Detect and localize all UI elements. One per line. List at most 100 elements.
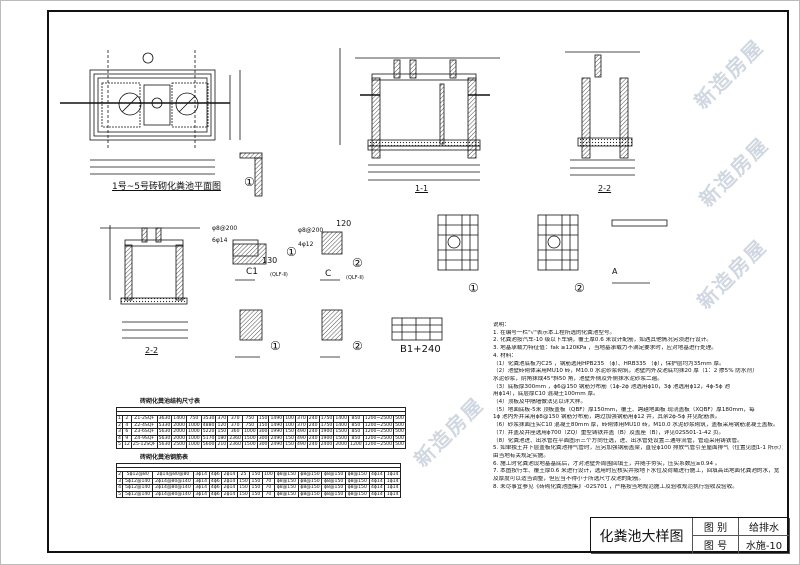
- note-line: 说明：: [493, 322, 510, 328]
- rebar-label: φ8@200: [212, 225, 238, 232]
- table-cell: 2000: [333, 441, 350, 449]
- table-cell: 300: [256, 441, 270, 449]
- detail-marker: ②: [352, 339, 363, 353]
- table-cell: 1000: [241, 428, 258, 436]
- table-cell: 490: [295, 434, 308, 443]
- note-line: （7）井盖及井座选用ϕ700（ZQ）重型铸铁井盖（B）及盖座（B），详见02S5…: [493, 429, 725, 436]
- table-cell: 5600: [200, 441, 217, 449]
- table-cell: 2ϕ14@80@80: [152, 471, 194, 479]
- note-line: （4）顶板及中隔墙做法见以详大样。: [493, 399, 587, 406]
- table-cell: 500: [393, 428, 406, 436]
- table-cell: ϕ8@150: [344, 477, 370, 486]
- dim-label: B1+240: [400, 344, 441, 355]
- table-cell: ϕ8@150: [297, 490, 323, 499]
- table-cell: 300: [256, 434, 270, 443]
- note-line: （6）砂浆抹面压实C10 混凝土80mm 厚，砖砌体用MU10 砖，M10.0 …: [493, 422, 779, 429]
- table-cell: Z4-9SQF: [130, 434, 158, 443]
- note-line: （3）底板厚300mm ，ϕ6@150 钢筋分布筋（1ϕ-2ϕ 池选用ϕ10，3…: [493, 383, 730, 390]
- table-cell: 2ϕ14: [221, 471, 238, 479]
- table-cell: 1200~2500: [362, 441, 395, 449]
- table-cell: 100: [283, 421, 296, 430]
- title-block: 化粪池大样图 图 别 给排水 图 号 水施-10: [590, 517, 790, 554]
- note-line: 4. 材料：: [493, 352, 517, 359]
- table-cell: ϕ8@150: [321, 490, 346, 499]
- table-cell: 2000: [171, 421, 188, 430]
- table-cell: ϕ8@150: [297, 477, 323, 486]
- table-cell: 2ϕ14@80@140: [152, 490, 194, 499]
- table-cell: 180: [215, 434, 229, 443]
- table-cell: 370: [295, 421, 308, 430]
- table-cell: 150: [249, 484, 263, 492]
- table-cell: 370: [227, 421, 243, 430]
- table-cell: 1000: [186, 441, 202, 449]
- table-cell: 150: [256, 415, 270, 423]
- table-cell: 1200: [348, 441, 364, 449]
- table-cell: 2000: [171, 434, 188, 443]
- table-cell: 5ϕ12@140: [122, 490, 154, 499]
- table-cell: 12: [121, 441, 132, 449]
- table-cell: 1900: [318, 428, 335, 436]
- table-cell: 370: [295, 415, 308, 423]
- table-cell: 300: [256, 428, 270, 436]
- table-cell: ϕ8@150: [274, 477, 299, 486]
- table-header-cell: [116, 411, 406, 416]
- table-cell: 4ϕ6: [208, 484, 223, 492]
- table-cell: 1ϕ14: [384, 477, 401, 486]
- table-cell: Z2-4SQF: [130, 421, 158, 430]
- rebar-label: φ8@200: [298, 227, 324, 234]
- plan-view: [60, 50, 263, 197]
- note-line: （8）化粪池进、出水管在平面图示三个方向任选，进、出水管处设置三通导流管，管道采…: [493, 437, 743, 444]
- table-cell: 100: [261, 471, 276, 479]
- table-cell: 750: [186, 415, 202, 423]
- table-cell: 1400: [171, 415, 188, 423]
- table-cell: 6: [121, 428, 132, 436]
- table-cell: 2490: [268, 434, 285, 443]
- table-cell: 370: [215, 415, 229, 423]
- table-cell: 70: [261, 484, 276, 492]
- table-cell: 360: [227, 428, 243, 436]
- table-cell: 9: [121, 434, 132, 443]
- table-cell: 1ϕ14: [384, 490, 401, 499]
- dim-label: 130: [262, 256, 278, 265]
- detail-marker: ①: [244, 175, 255, 189]
- table-cell: 500: [393, 421, 406, 430]
- ref-label: (QLF-Ⅱ): [346, 275, 364, 281]
- table-cell: ϕ8@150: [344, 471, 370, 479]
- table-cell: 4880: [200, 421, 217, 430]
- table-cell: 750: [241, 415, 258, 423]
- table-cell: 2ϕ14: [221, 484, 238, 492]
- section-2-2-top: [565, 51, 640, 176]
- table-cell: ϕ8@150: [344, 490, 370, 499]
- rebar-label: 6φ14: [212, 237, 228, 244]
- dim-label: 120: [336, 219, 352, 228]
- manhole-right: [175, 92, 199, 116]
- table-cell: 100: [283, 415, 296, 423]
- table-cell: 850: [348, 415, 364, 423]
- table-header-row: [116, 411, 406, 416]
- table-cell: Z3-6SQF: [130, 428, 158, 436]
- table-cell: 3630: [156, 415, 173, 423]
- table-cell: 2360: [227, 441, 243, 449]
- note-line: （2）池壁砖砌体采用MU10 砖，M10.0 水泥砂浆砌筑，池壁内外及池底均抹2…: [493, 368, 758, 375]
- table-cell: 2360: [227, 434, 243, 443]
- category-label: 图 别: [693, 518, 739, 536]
- table-cell: 240: [306, 421, 320, 430]
- table-cell: 150: [236, 484, 251, 492]
- table-cell: 2ϕ14@80@140: [152, 477, 194, 486]
- table-cell: 1200~2500: [362, 415, 395, 423]
- table-cell: ϕ8@150: [297, 471, 323, 479]
- table-cell: 1ϕ14: [384, 471, 401, 479]
- table-cell: 1000: [186, 434, 202, 443]
- table-cell: 4ϕ14: [368, 484, 386, 492]
- table-cell: 1400: [333, 415, 350, 423]
- table-cell: 2000: [171, 428, 188, 436]
- table-cell: ϕ8@150: [274, 471, 299, 479]
